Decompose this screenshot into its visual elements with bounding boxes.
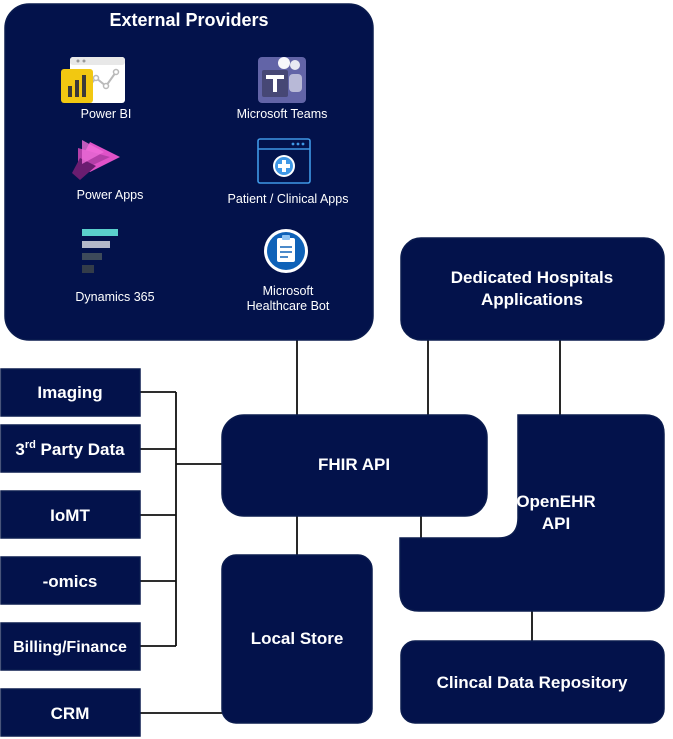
- healthcare-bot-icon[interactable]: [264, 229, 308, 273]
- openehr-label-line1: OpenEHR: [516, 492, 595, 511]
- omics-node[interactable]: -omics: [0, 556, 141, 605]
- omics-label: -omics: [43, 572, 98, 591]
- iomt-label: IoMT: [50, 506, 90, 525]
- dedicated-hospitals-node[interactable]: Dedicated Hospitals Applications: [400, 237, 665, 341]
- third-party-suffix: Party Data: [36, 440, 125, 459]
- iomt-node[interactable]: IoMT: [0, 490, 141, 539]
- clinical-repository-node[interactable]: Clincal Data Repository: [400, 640, 665, 724]
- third-party-label: 3rd Party Data: [15, 439, 125, 459]
- local-store-node[interactable]: Local Store: [221, 554, 373, 724]
- crm-node[interactable]: CRM: [0, 688, 141, 737]
- dynamics-365-icon[interactable]: [82, 229, 118, 273]
- openehr-api-node[interactable]: OpenEHR API: [399, 414, 665, 612]
- clinical-apps-label: Patient / Clinical Apps: [228, 192, 349, 206]
- power-apps-label: Power Apps: [77, 188, 144, 202]
- external-providers-title: External Providers: [109, 10, 268, 30]
- clinical-apps-icon[interactable]: [257, 138, 311, 184]
- billing-finance-node[interactable]: Billing/Finance: [0, 622, 141, 671]
- connectors: [140, 340, 561, 714]
- dedicated-hospitals-line2: Applications: [481, 290, 583, 309]
- power-apps-icon[interactable]: [72, 140, 120, 180]
- dynamics-365-label: Dynamics 365: [75, 290, 154, 304]
- local-store-label: Local Store: [251, 629, 344, 648]
- imaging-node[interactable]: Imaging: [0, 368, 141, 417]
- microsoft-teams-icon[interactable]: [258, 57, 306, 103]
- healthcare-bot-label-line1: Microsoft: [263, 284, 314, 298]
- openehr-label-line2: API: [542, 514, 570, 533]
- billing-finance-label: Billing/Finance: [13, 639, 127, 656]
- power-bi-icon[interactable]: [61, 57, 125, 103]
- imaging-label: Imaging: [37, 383, 102, 402]
- microsoft-teams-label: Microsoft Teams: [237, 107, 328, 121]
- fhir-api-node[interactable]: FHIR API: [221, 414, 488, 517]
- fhir-api-label: FHIR API: [318, 455, 390, 474]
- power-bi-label: Power BI: [81, 107, 132, 121]
- third-party-prefix: 3: [15, 440, 24, 459]
- clinical-repository-label: Clincal Data Repository: [437, 673, 628, 692]
- healthcare-bot-label-line2: Healthcare Bot: [247, 299, 330, 313]
- crm-label: CRM: [51, 704, 90, 723]
- external-providers-panel: External Providers Power BI Micros: [4, 3, 374, 341]
- external-providers-box: [4, 3, 374, 341]
- dedicated-hospitals-line1: Dedicated Hospitals: [451, 268, 614, 287]
- third-party-data-node[interactable]: 3rd Party Data: [0, 424, 141, 473]
- third-party-sup: rd: [25, 439, 36, 451]
